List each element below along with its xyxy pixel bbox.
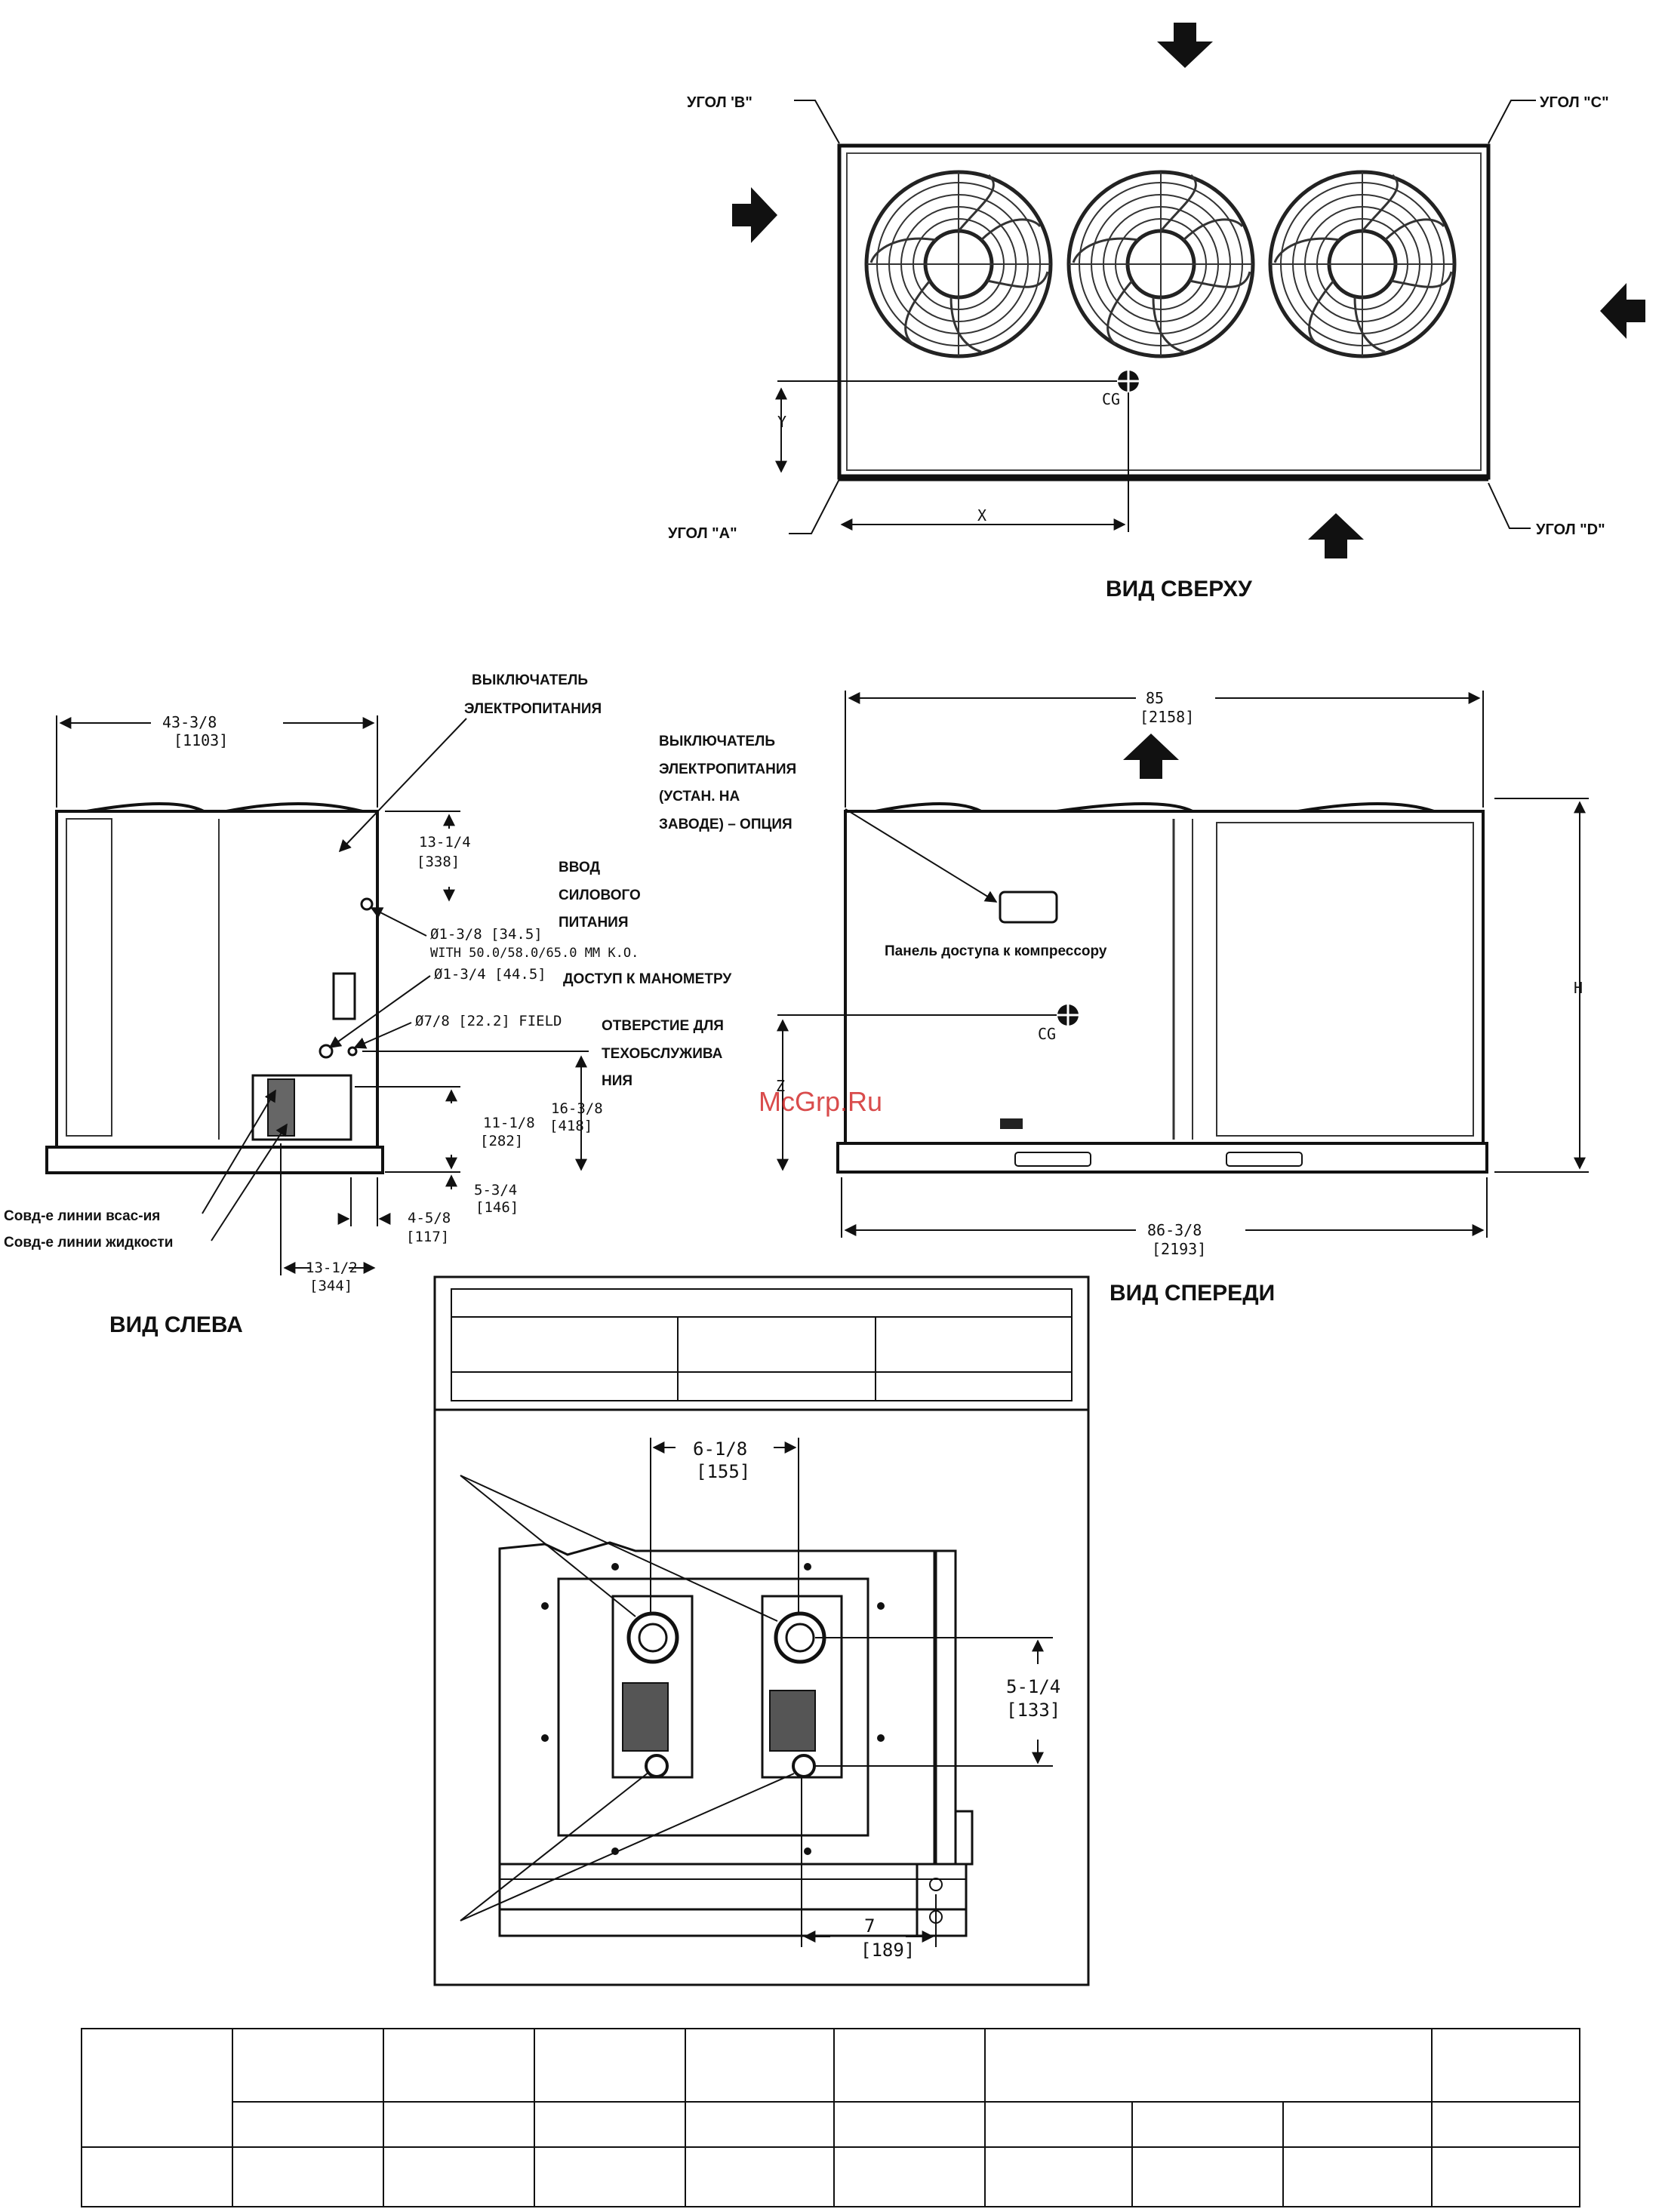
- hole2-label: Ø1-3/4 [44.5]: [434, 966, 546, 983]
- front-power-switch-line2: ЭЛЕКТРОПИТАНИЯ: [659, 761, 796, 777]
- left-power-switch-line2: ЭЛЕКТРОПИТАНИЯ: [464, 701, 602, 717]
- airflow-arrow-icon: [1157, 23, 1213, 68]
- watermark: McGrp.Ru: [759, 1086, 882, 1117]
- top-view: CG Y X УГОЛ 'B" УГОЛ "C" УГОЛ "A" УГОЛ "…: [668, 23, 1645, 601]
- corner-a-label: УГОЛ "A": [668, 525, 737, 542]
- front-width-top-mm: [2158]: [1140, 708, 1194, 726]
- hole1-label: Ø1-3/8 [34.5]: [430, 926, 543, 943]
- fan-2-icon: [1069, 172, 1253, 356]
- detail-d1-mm: [155]: [696, 1461, 750, 1482]
- power-entry-line1: ВВОД: [559, 860, 600, 875]
- detail-d2-mm: [133]: [1006, 1700, 1060, 1721]
- left-power-switch-line1: ВЫКЛЮЧАТЕЛЬ: [472, 672, 588, 688]
- service-hole-line3: НИЯ: [602, 1073, 632, 1089]
- front-width-bot-mm: [2193]: [1152, 1240, 1206, 1258]
- left-d2-in: 16-3/8: [551, 1100, 603, 1117]
- left-view: 43-3/8 [1103] ВЫКЛЮЧАТЕЛЬ ЭЛЕКТРОПИТАНИЯ…: [4, 672, 731, 1337]
- front-power-switch-line3: (УСТАН. НА: [659, 789, 740, 805]
- left-d1-in: 13-1/4: [419, 834, 471, 851]
- left-d3-in: 11-1/8: [483, 1115, 535, 1131]
- airflow-arrow-icon: [1308, 513, 1364, 558]
- left-d1-mm: [338]: [417, 854, 460, 870]
- cg-label: CG: [1102, 390, 1120, 408]
- fan-3-icon: [1270, 172, 1454, 356]
- dim-x-label: X: [977, 506, 986, 525]
- left-d3-mm: [282]: [480, 1133, 523, 1149]
- hole3-label: Ø7/8 [22.2] FIELD: [415, 1013, 562, 1029]
- detail-d3-mm: [189]: [860, 1940, 915, 1961]
- left-d4-in: 5-3/4: [474, 1182, 517, 1198]
- power-entry-line2: СИЛОВОГО: [559, 888, 641, 903]
- fan-1-icon: [866, 172, 1051, 356]
- detail-d1-in: 6-1/8: [693, 1438, 747, 1460]
- left-view-title: ВИД СЛЕВА: [109, 1312, 243, 1337]
- service-hole-line1: ОТВЕРСТИЕ ДЛЯ: [602, 1018, 724, 1034]
- detail-d3-in: 7: [864, 1915, 875, 1937]
- front-width-top-in: 85: [1146, 689, 1164, 707]
- liquid-line-label: Совд-е линии жидкости: [4, 1235, 173, 1251]
- left-unit-outline: [55, 810, 379, 1149]
- front-view: 85 [2158] ВЫКЛЮЧАТЕЛЬ ЭЛЕКТРОПИТАНИЯ (УС…: [659, 689, 1589, 1306]
- dim-h-label: H: [1574, 979, 1583, 997]
- corner-d-label: УГОЛ "D": [1536, 521, 1605, 538]
- service-hole-line2: ТЕХОБСЛУЖИВА: [602, 1046, 723, 1062]
- detail-d2-in: 5-1/4: [1006, 1676, 1060, 1697]
- weights-table: [81, 2028, 1580, 2207]
- left-width-mm: [1103]: [174, 731, 228, 749]
- left-d6-mm: [344]: [309, 1278, 352, 1294]
- dim-z-label: Z: [776, 1077, 785, 1095]
- front-unit-outline: [844, 810, 1485, 1145]
- corner-c-label: УГОЛ "C": [1540, 94, 1609, 111]
- airflow-arrow-icon: [1600, 283, 1645, 339]
- suction-line-label: Совд-е линии всас-ия: [4, 1208, 160, 1224]
- top-view-title: ВИД СВЕРХУ: [1106, 577, 1252, 601]
- airflow-arrow-icon: [1123, 734, 1179, 779]
- left-d5-mm: [117]: [406, 1229, 449, 1245]
- dim-y-label: Y: [777, 413, 786, 431]
- airflow-arrow-icon: [732, 187, 777, 243]
- power-entry-line3: ПИТАНИЯ: [559, 915, 628, 931]
- front-power-switch-line4: ЗАВОДЕ) – ОПЦИЯ: [659, 817, 792, 832]
- left-d2-mm: [418]: [549, 1118, 592, 1134]
- compressor-panel-label: Панель доступа к компрессору: [885, 943, 1107, 959]
- front-width-bot-in: 86-3/8: [1147, 1221, 1202, 1239]
- front-view-title: ВИД СПЕРЕДИ: [1109, 1281, 1275, 1306]
- left-d4-mm: [146]: [475, 1199, 519, 1216]
- hole1-note: WITH 50.0/58.0/65.0 MM K.O.: [430, 946, 639, 961]
- front-cg-label: CG: [1038, 1025, 1056, 1043]
- left-width-in: 43-3/8: [162, 713, 217, 731]
- front-power-switch-line1: ВЫКЛЮЧАТЕЛЬ: [659, 734, 775, 749]
- corner-b-label: УГОЛ 'B": [687, 94, 752, 111]
- left-d6-in: 13-1/2: [306, 1260, 358, 1276]
- left-d5-in: 4-5/8: [408, 1210, 451, 1226]
- gauge-access-label: ДОСТУП К МАНОМЕТРУ: [563, 971, 731, 987]
- detail-box: 6-1/8 [155] 5-1/4 [133] 7 [189]: [433, 1275, 1090, 1986]
